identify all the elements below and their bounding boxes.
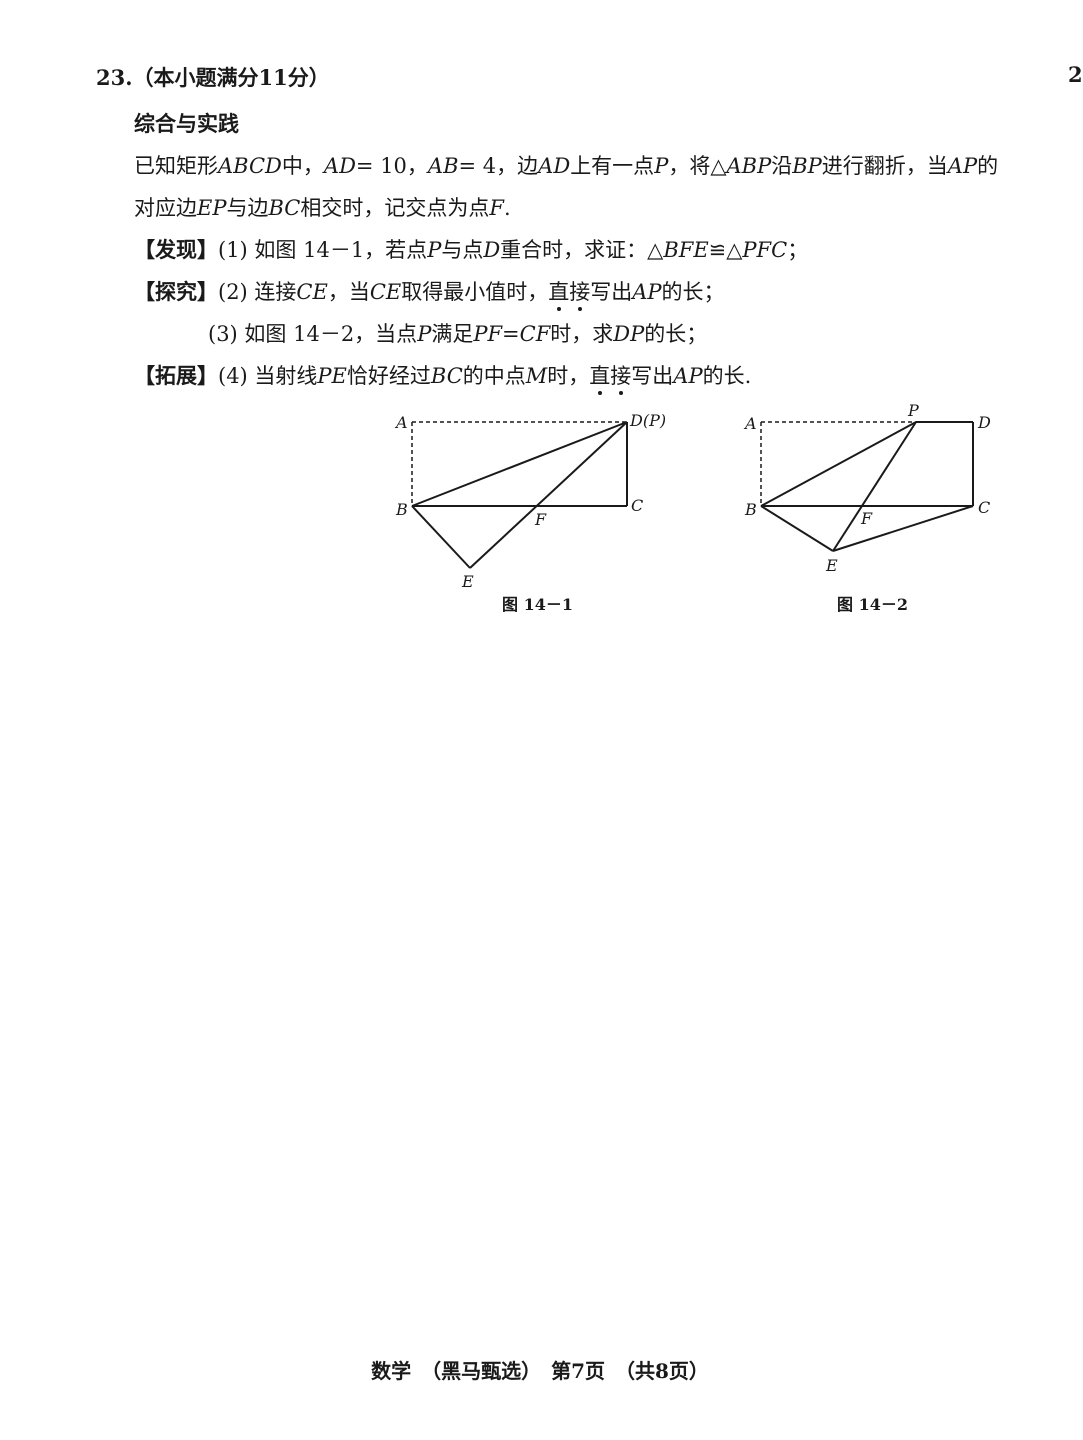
question-number: 23.	[96, 65, 133, 90]
fig1-label-a: A	[394, 413, 408, 432]
emphasis-dot-char: 接	[610, 364, 632, 388]
fig2-edge-ep	[832, 421, 917, 552]
emphasis-dot-char: 直	[589, 364, 611, 388]
item-explore-3: (3) 如图 14－2，当点P满足PF=CF时，求DP的长；	[208, 322, 708, 346]
fig1-caption: 图 14－1	[502, 595, 573, 614]
section-title: 综合与实践	[134, 111, 239, 136]
fig2-edge-ec	[832, 505, 974, 552]
tag-extend: 【拓展】	[134, 363, 218, 388]
tag-explore: 【探究】	[134, 279, 218, 304]
fig2-label-b: B	[744, 500, 757, 519]
figure-14-2: A P D B C F E 图 14－2	[743, 401, 991, 614]
fig2-edge-bp	[760, 421, 917, 507]
page-footer: 数学 （黑马甄选） 第7页 （共8页）	[371, 1359, 709, 1383]
fig2-label-d: D	[977, 413, 991, 432]
fig1-label-b: B	[395, 500, 408, 519]
fig2-label-f: F	[860, 509, 873, 528]
intro-line-2: 对应边EP与边BC相交时，记交点为点F.	[134, 196, 511, 220]
fig1-edge-bd	[411, 421, 628, 507]
item-explore-2: 【探究】(2) 连接CE，当CE取得最小值时，直接写出AP的长；	[134, 279, 725, 304]
fig2-label-c: C	[978, 498, 990, 517]
emphasis-dot-char: 接	[569, 280, 591, 304]
fig1-label-e: E	[461, 572, 474, 591]
page-edge-mark: 2	[1068, 62, 1083, 87]
fig1-label-f: F	[534, 510, 547, 529]
fig2-edge-be	[760, 505, 834, 552]
item-discover: 【发现】(1) 如图 14－1，若点P与点D重合时，求证：△BFE≌△PFC；	[134, 237, 809, 262]
fig1-edge-ed	[469, 421, 628, 569]
fig2-label-p: P	[907, 401, 919, 420]
fig2-label-e: E	[825, 556, 838, 575]
fig1-label-d: D(P)	[629, 411, 666, 430]
figure-14-1: A D(P) B C F E 图 14－1	[394, 411, 666, 614]
question-points: （本小题满分11分）	[132, 65, 330, 90]
intro-line-1: 已知矩形ABCD中，AD= 10，AB= 4，边AD上有一点P，将△ABP沿BP…	[134, 154, 999, 178]
fig2-caption: 图 14－2	[837, 595, 908, 614]
fig2-label-a: A	[743, 414, 757, 433]
fig1-edge-be	[411, 505, 471, 569]
fig1-label-c: C	[631, 496, 643, 515]
item-extend: 【拓展】(4) 当射线PE恰好经过BC的中点M时，直接写出AP的长.	[134, 363, 752, 388]
emphasis-dot-char: 直	[548, 280, 570, 304]
question-header: 23.（本小题满分11分）	[96, 62, 330, 92]
tag-discover: 【发现】	[134, 237, 218, 262]
